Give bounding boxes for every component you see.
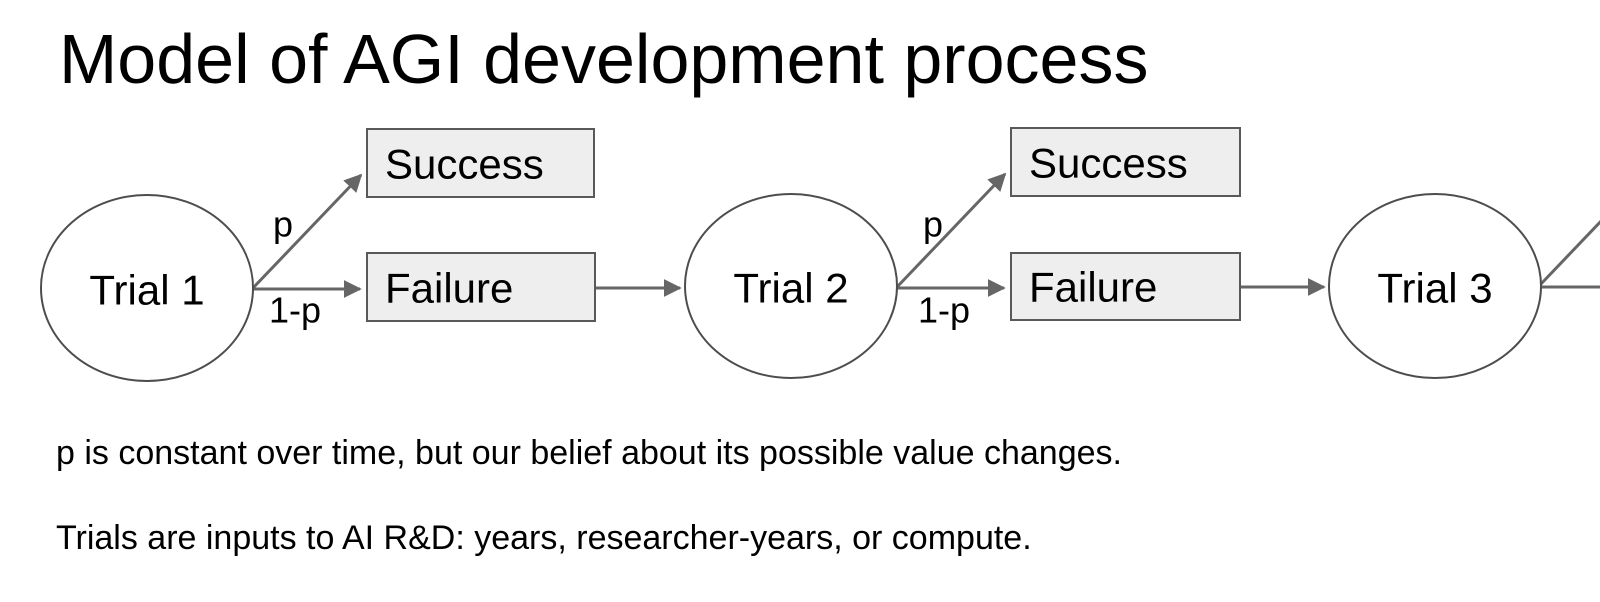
failure-box-1 (366, 252, 596, 322)
trial-2-label: Trial 2 (733, 265, 848, 312)
failure-box-2 (1010, 252, 1241, 321)
stage-2: Trial 2 Success Failure p 1-p (684, 127, 1326, 379)
success-box-1-label: Success (385, 141, 544, 188)
trial-1-node (40, 194, 254, 382)
page-title: Model of AGI development process (59, 20, 1149, 98)
trial-1-label: Trial 1 (89, 267, 204, 314)
p-label-2: p (923, 204, 943, 245)
trial-3-label: Trial 3 (1377, 265, 1492, 312)
arrow-trial3-to-success-cutoff (1538, 219, 1600, 287)
stage-1: Trial 1 Success Failure p 1-p (40, 128, 682, 382)
failure-box-1-label: Failure (385, 265, 513, 312)
note-p-constant: p is constant over time, but our belief … (56, 434, 1122, 472)
arrow-trial1-to-success (251, 173, 363, 290)
failure-box-2-label: Failure (1029, 264, 1157, 311)
p-label-1: p (273, 204, 293, 245)
arrow-trial2-to-success (895, 172, 1007, 289)
trial-3-node (1328, 193, 1542, 379)
one-minus-p-label-2: 1-p (918, 290, 970, 331)
note-trials-inputs: Trials are inputs to AI R&D: years, rese… (56, 519, 1032, 557)
success-box-1 (366, 128, 595, 198)
stage-3: Trial 3 (1328, 193, 1600, 379)
trial-2-node (684, 193, 898, 379)
success-box-2 (1010, 127, 1241, 197)
success-box-2-label: Success (1029, 140, 1188, 187)
one-minus-p-label-1: 1-p (269, 290, 321, 331)
